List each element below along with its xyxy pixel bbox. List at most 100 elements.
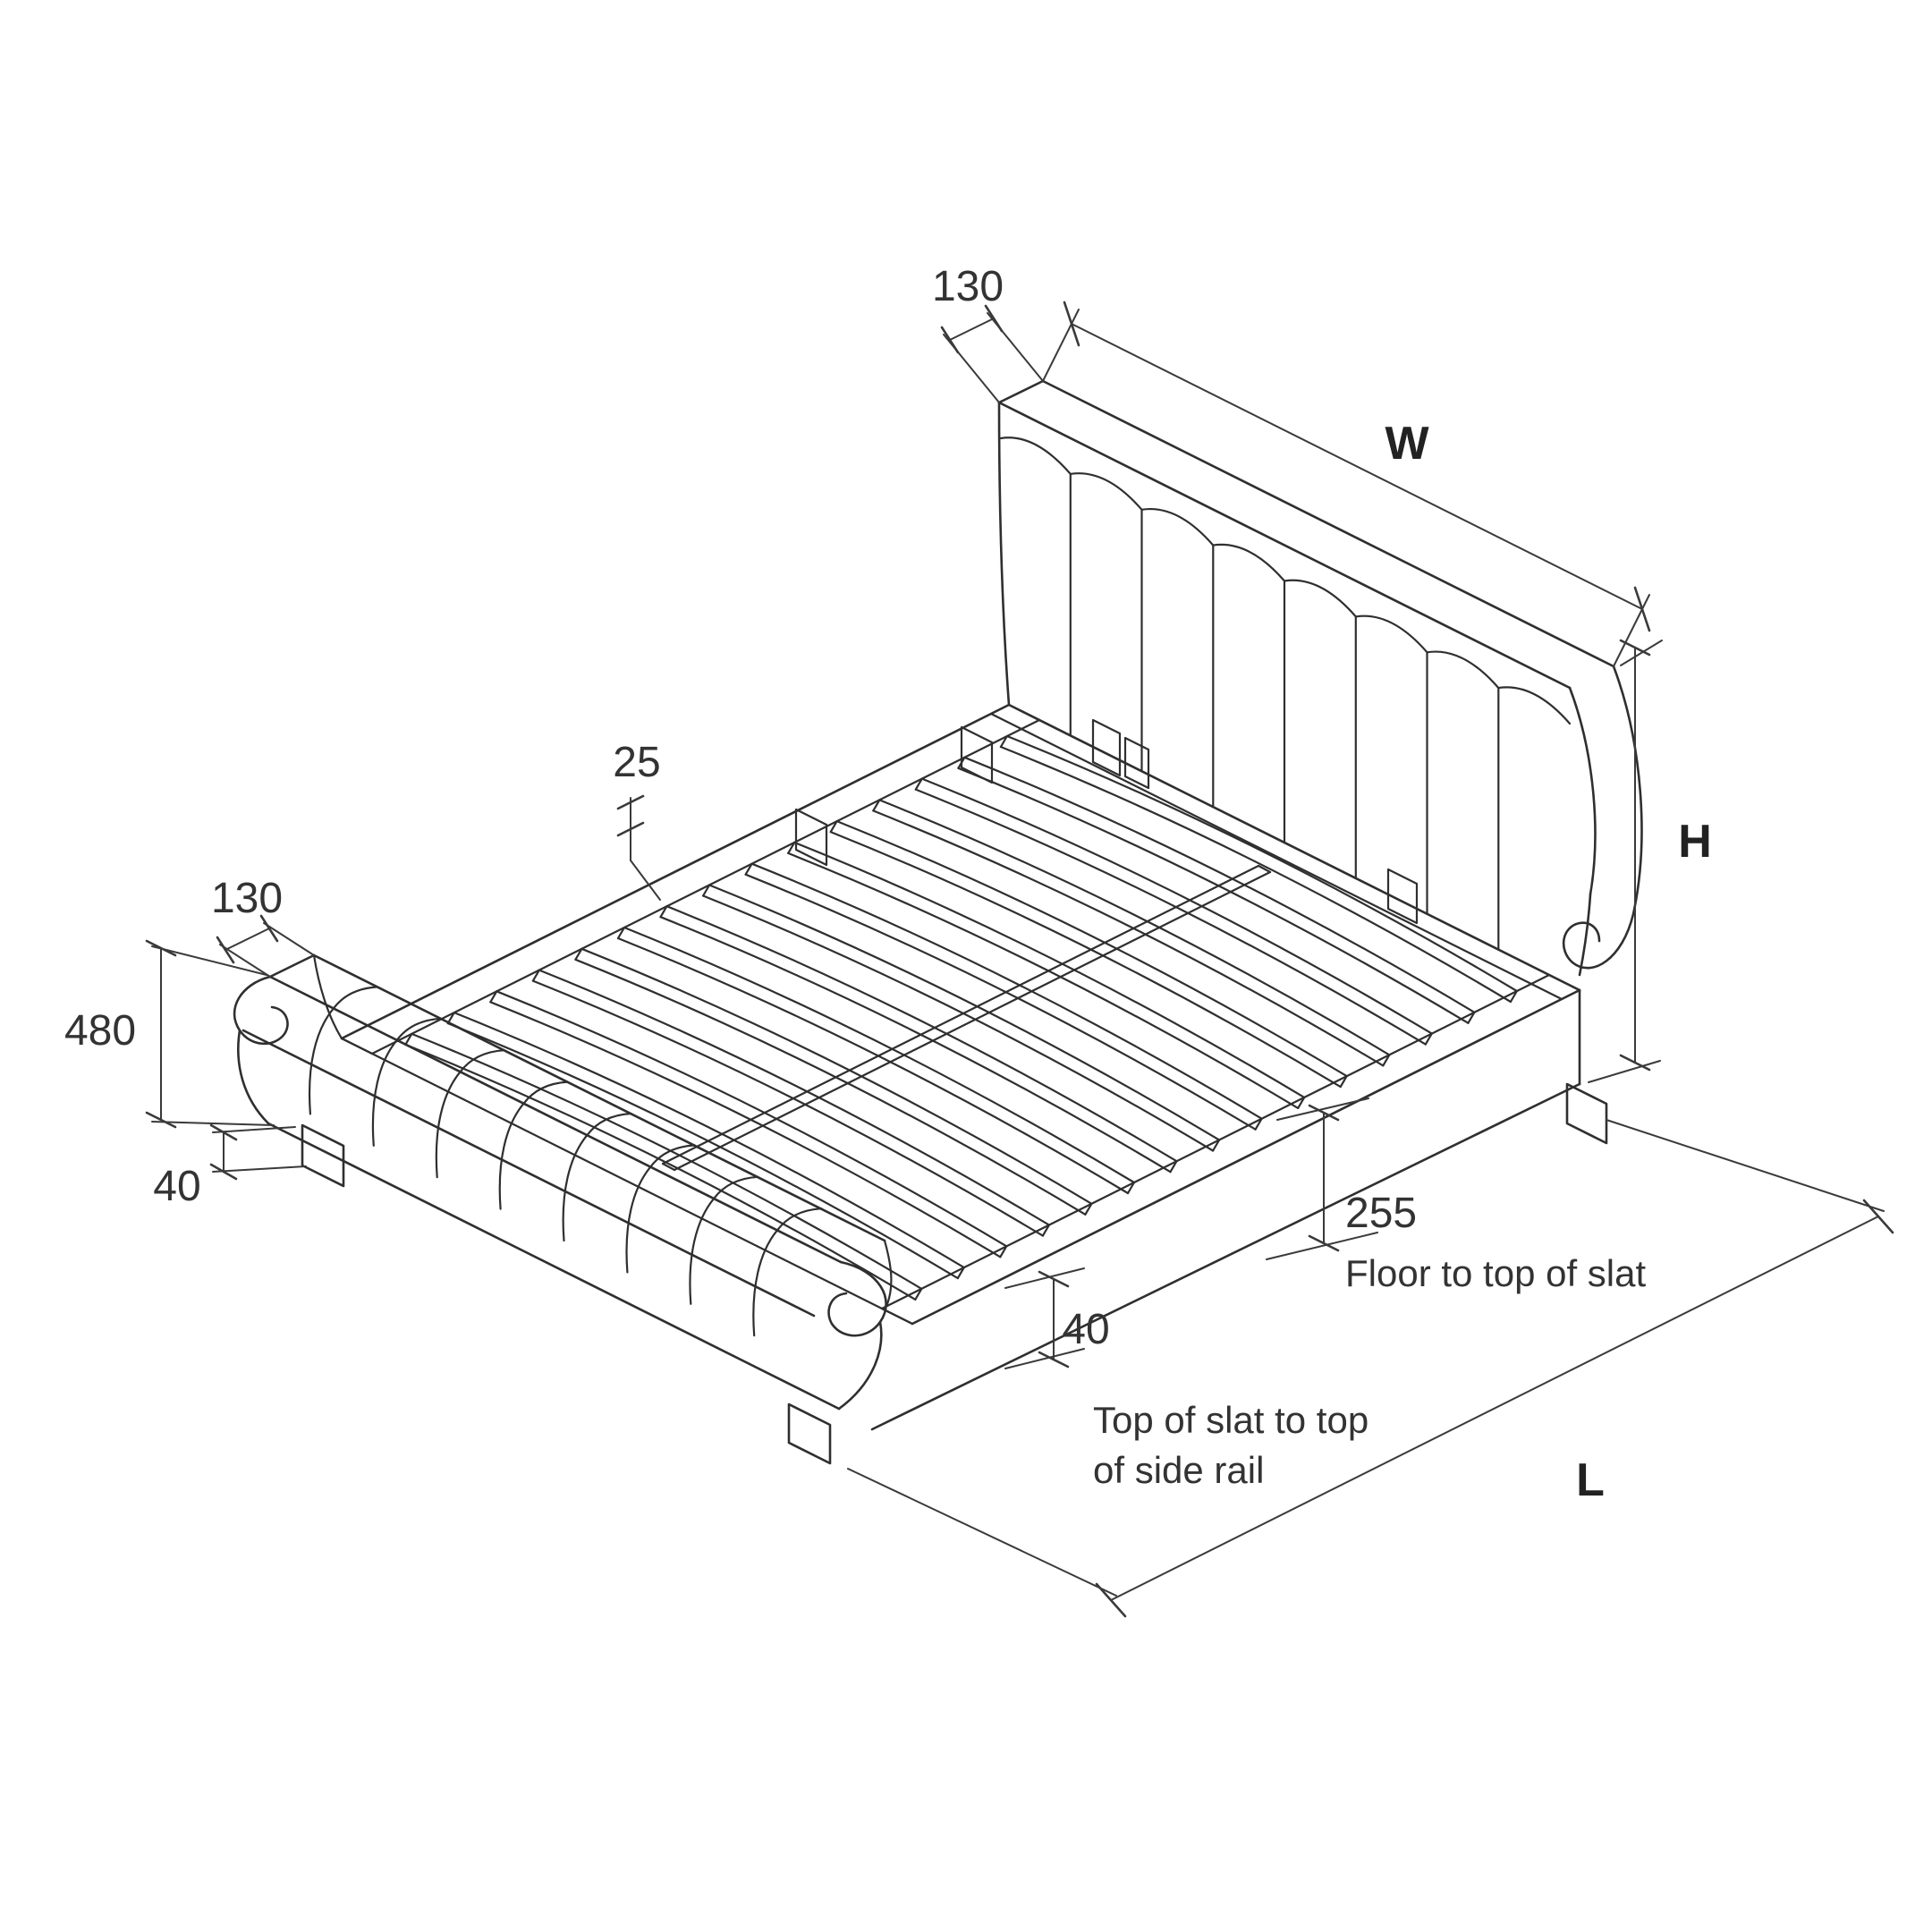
slat-end-cap — [1467, 1011, 1476, 1024]
dim-footboard-depth — [216, 914, 315, 978]
slat-top-edge — [538, 969, 1050, 1226]
slat-end-cap — [956, 1267, 965, 1280]
label-slat-to-rail-caption-1: Top of slat to top — [1093, 1399, 1368, 1441]
slat-end-cap — [914, 777, 923, 791]
slat-end-cap — [744, 862, 753, 876]
headboard-left-edge — [997, 401, 1011, 707]
slat-front-edge — [702, 894, 1215, 1152]
bracket — [1091, 718, 1122, 777]
footboard-roll-seam — [586, 1112, 632, 1137]
bracket — [1123, 736, 1150, 790]
slat-front-edge — [829, 831, 1342, 1089]
slat-front-edge — [957, 767, 1470, 1024]
footboard — [233, 953, 893, 1411]
slat-end-cap — [1126, 1181, 1136, 1195]
center-rail-left-edge — [661, 864, 1260, 1165]
label-headboard-depth: 130 — [932, 263, 1004, 310]
label-length: L — [1576, 1454, 1605, 1506]
label-width: W — [1385, 418, 1429, 470]
slat-end-cap — [787, 841, 796, 854]
dim-footboard-height — [145, 939, 275, 1129]
footboard-face-seam — [689, 1197, 716, 1305]
slat-end-cap — [1297, 1096, 1306, 1109]
footboard-roll-seam — [332, 986, 378, 1010]
dimension-labels: 130 W H 25 130 480 40 255 Floor to top o… — [64, 263, 1712, 1506]
slat-front-edge — [787, 852, 1300, 1109]
slat-end-cap — [1339, 1075, 1348, 1089]
slat-top-edge — [1005, 734, 1518, 993]
slat-top-edge — [920, 777, 1433, 1035]
slat-top-edge — [411, 1032, 923, 1290]
footboard-face-seam — [308, 1007, 335, 1115]
center-rail-right-edge — [673, 870, 1272, 1172]
slat-end-cap — [829, 820, 838, 834]
bracket — [1386, 868, 1419, 925]
foot-block — [787, 1402, 832, 1465]
footboard-bottom-edge — [267, 1122, 841, 1411]
dim-slat-to-rail — [1004, 1267, 1085, 1369]
slat-top-edge — [793, 841, 1306, 1098]
head-rail-outer-edge — [1007, 703, 1581, 992]
label-footboard-height: 480 — [64, 1007, 136, 1055]
slat-end-cap — [999, 1245, 1008, 1258]
slat-end-cap — [1169, 1160, 1178, 1174]
slat-end-cap — [659, 905, 668, 919]
label-floor-to-slat-caption: Floor to top of slat — [1345, 1252, 1646, 1294]
footboard-band-lower-edge — [242, 1029, 816, 1318]
side-face-bottom-edge — [870, 1082, 1581, 1431]
slat-end-cap — [1424, 1032, 1433, 1046]
slat-front-edge — [574, 958, 1087, 1216]
footboard-face-seam — [498, 1102, 525, 1210]
footboard-right-outer-edge — [837, 1320, 883, 1411]
footboard-inner-top-edge — [312, 953, 886, 1242]
slat-end-cap — [1254, 1117, 1263, 1131]
label-slat-to-rail-value: 40 — [1062, 1306, 1109, 1353]
slat-front-edge — [616, 936, 1130, 1195]
footboard-inner-left-edge — [312, 953, 343, 1040]
slat-end-cap — [404, 1032, 413, 1046]
slat-end-cap — [872, 799, 881, 812]
footboard-right-scroll — [827, 1260, 887, 1337]
slat-front-edge — [404, 1043, 917, 1301]
slat-top-edge — [453, 1012, 965, 1269]
slat-end-cap — [489, 990, 498, 1004]
footboard-roll-seam — [522, 1080, 569, 1105]
headboard-left-cap — [997, 379, 1045, 404]
footboard-crest-edge — [268, 975, 843, 1264]
left-rail-inner-edge — [370, 718, 1041, 1055]
headboard — [997, 379, 1643, 977]
slat-front-edge — [659, 916, 1172, 1174]
right-rail-head-cap — [1547, 973, 1581, 992]
footboard-face-seam — [562, 1133, 589, 1242]
headboard-right-lower-edge — [1578, 893, 1592, 977]
slat-front-edge — [999, 745, 1512, 1004]
slat-top-edge — [580, 947, 1093, 1205]
dim-slat-thickness — [616, 794, 661, 901]
footboard-face-seam — [435, 1071, 462, 1179]
slat-end-cap — [1509, 989, 1518, 1004]
foot-block — [1565, 1082, 1608, 1145]
slat-top-edge — [623, 926, 1136, 1184]
slat-end-cap — [531, 969, 540, 982]
center-rail — [661, 864, 1272, 1172]
headboard-right-scroll — [1562, 665, 1643, 970]
right-rail-outer-edge — [911, 988, 1581, 1326]
footboard-inner-right-edge — [883, 1239, 893, 1306]
slat-end-cap — [1041, 1224, 1050, 1237]
footboard-roll-seam — [395, 1017, 442, 1041]
footboard-channels — [308, 986, 823, 1337]
footboard-face-seam — [371, 1038, 398, 1147]
label-floor-to-slat-value: 255 — [1345, 1190, 1417, 1237]
slat-front-edge — [914, 788, 1427, 1046]
head-rail-inner-edge — [989, 712, 1563, 1001]
slat-front-edge — [489, 1001, 1002, 1258]
label-slat-thickness: 25 — [613, 739, 660, 786]
slat-top-edge — [963, 756, 1476, 1013]
slats — [404, 734, 1518, 1301]
left-rail-outer-edge — [340, 703, 1011, 1040]
footboard-left-cap — [268, 953, 316, 979]
slat-top-edge — [665, 905, 1178, 1163]
slat-front-edge — [872, 809, 1385, 1067]
